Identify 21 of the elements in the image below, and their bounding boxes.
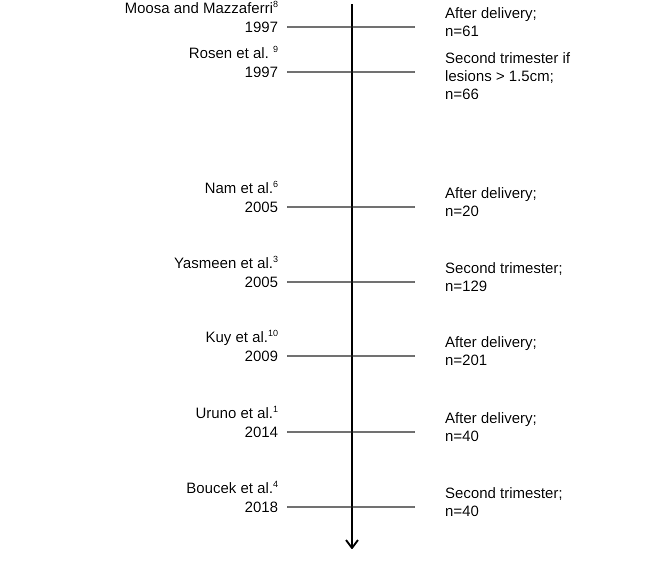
- finding-note: Second trimester; n=40: [445, 485, 564, 521]
- finding-note: After delivery; n=201: [445, 334, 538, 370]
- study-label: Boucek et al.$^{4}$: [186, 480, 278, 498]
- year-label: 2009: [244, 348, 278, 366]
- study-label: Moosa and Mazzaferri$^{8}$: [124, 0, 278, 18]
- finding-note: After delivery; n=61: [445, 5, 538, 41]
- study-label: Uruno et al.$^{1}$: [195, 405, 278, 423]
- year-label: 1997: [244, 64, 278, 82]
- study-label: Rosen et al. $^{9}$: [188, 45, 278, 63]
- finding-note: After delivery; n=40: [445, 410, 538, 446]
- finding-note: Second trimester if lesions > 1.5cm; n=66: [445, 50, 572, 104]
- year-label: 2005: [244, 274, 278, 292]
- study-label: Nam et al.$^{6}$: [204, 180, 278, 198]
- finding-note: Second trimester; n=129: [445, 260, 564, 296]
- finding-note: After delivery; n=20: [445, 185, 538, 221]
- year-label: 2014: [244, 424, 278, 442]
- year-label: 1997: [244, 19, 278, 37]
- study-label: Yasmeen et al.$^{3}$: [174, 255, 278, 273]
- study-label: Kuy et al.$^{10}$: [205, 329, 278, 347]
- year-label: 2005: [244, 199, 278, 217]
- year-label: 2018: [244, 499, 278, 517]
